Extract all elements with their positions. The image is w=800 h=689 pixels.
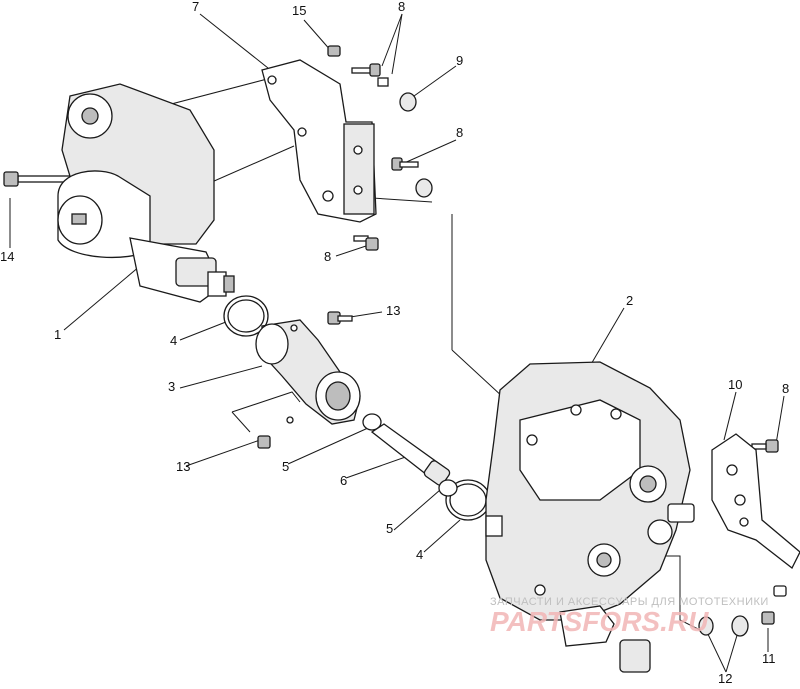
callout-5-lower: 5 — [386, 521, 394, 536]
callout-4-lower: 4 — [416, 547, 424, 562]
callout-15: 15 — [292, 3, 307, 18]
callout-1: 1 — [54, 327, 62, 342]
shaft-6 — [370, 423, 451, 486]
callout-8-mid: 8 — [456, 125, 464, 140]
transmission-housing-2 — [485, 361, 695, 673]
callout-8-low: 8 — [324, 249, 332, 264]
bracket-7 — [261, 59, 377, 223]
callout-13-upper: 13 — [386, 303, 401, 318]
fasteners — [3, 45, 787, 637]
callout-4-upper: 4 — [170, 333, 178, 348]
callout-7: 7 — [192, 0, 200, 14]
callout-10: 10 — [728, 377, 743, 392]
callout-2: 2 — [626, 293, 634, 308]
callout-8-right: 8 — [782, 381, 790, 396]
callout-5-upper: 5 — [282, 459, 290, 474]
callout-14: 14 — [0, 249, 15, 264]
watermark-tagline: ЗАПЧАСТИ И АКСЕССУАРЫ ДЛЯ МОТОТЕХНИКИ — [490, 596, 769, 608]
gear-motor-1 — [57, 83, 235, 303]
o-ring-4-upper — [223, 295, 269, 337]
watermark-logo: PARTSFORS.RU — [490, 606, 709, 637]
snap-ring-5-lower — [438, 479, 458, 497]
callout-8-top: 8 — [398, 0, 406, 14]
bracket-10 — [711, 433, 800, 569]
callout-6: 6 — [340, 473, 348, 488]
callout-3: 3 — [168, 379, 176, 394]
coupling-housing-3 — [255, 319, 361, 425]
callout-9: 9 — [456, 53, 464, 68]
snap-ring-5-upper — [362, 413, 382, 431]
callout-13-lower: 13 — [176, 459, 191, 474]
callout-11: 11 — [762, 651, 776, 666]
callout-12: 12 — [718, 671, 733, 686]
